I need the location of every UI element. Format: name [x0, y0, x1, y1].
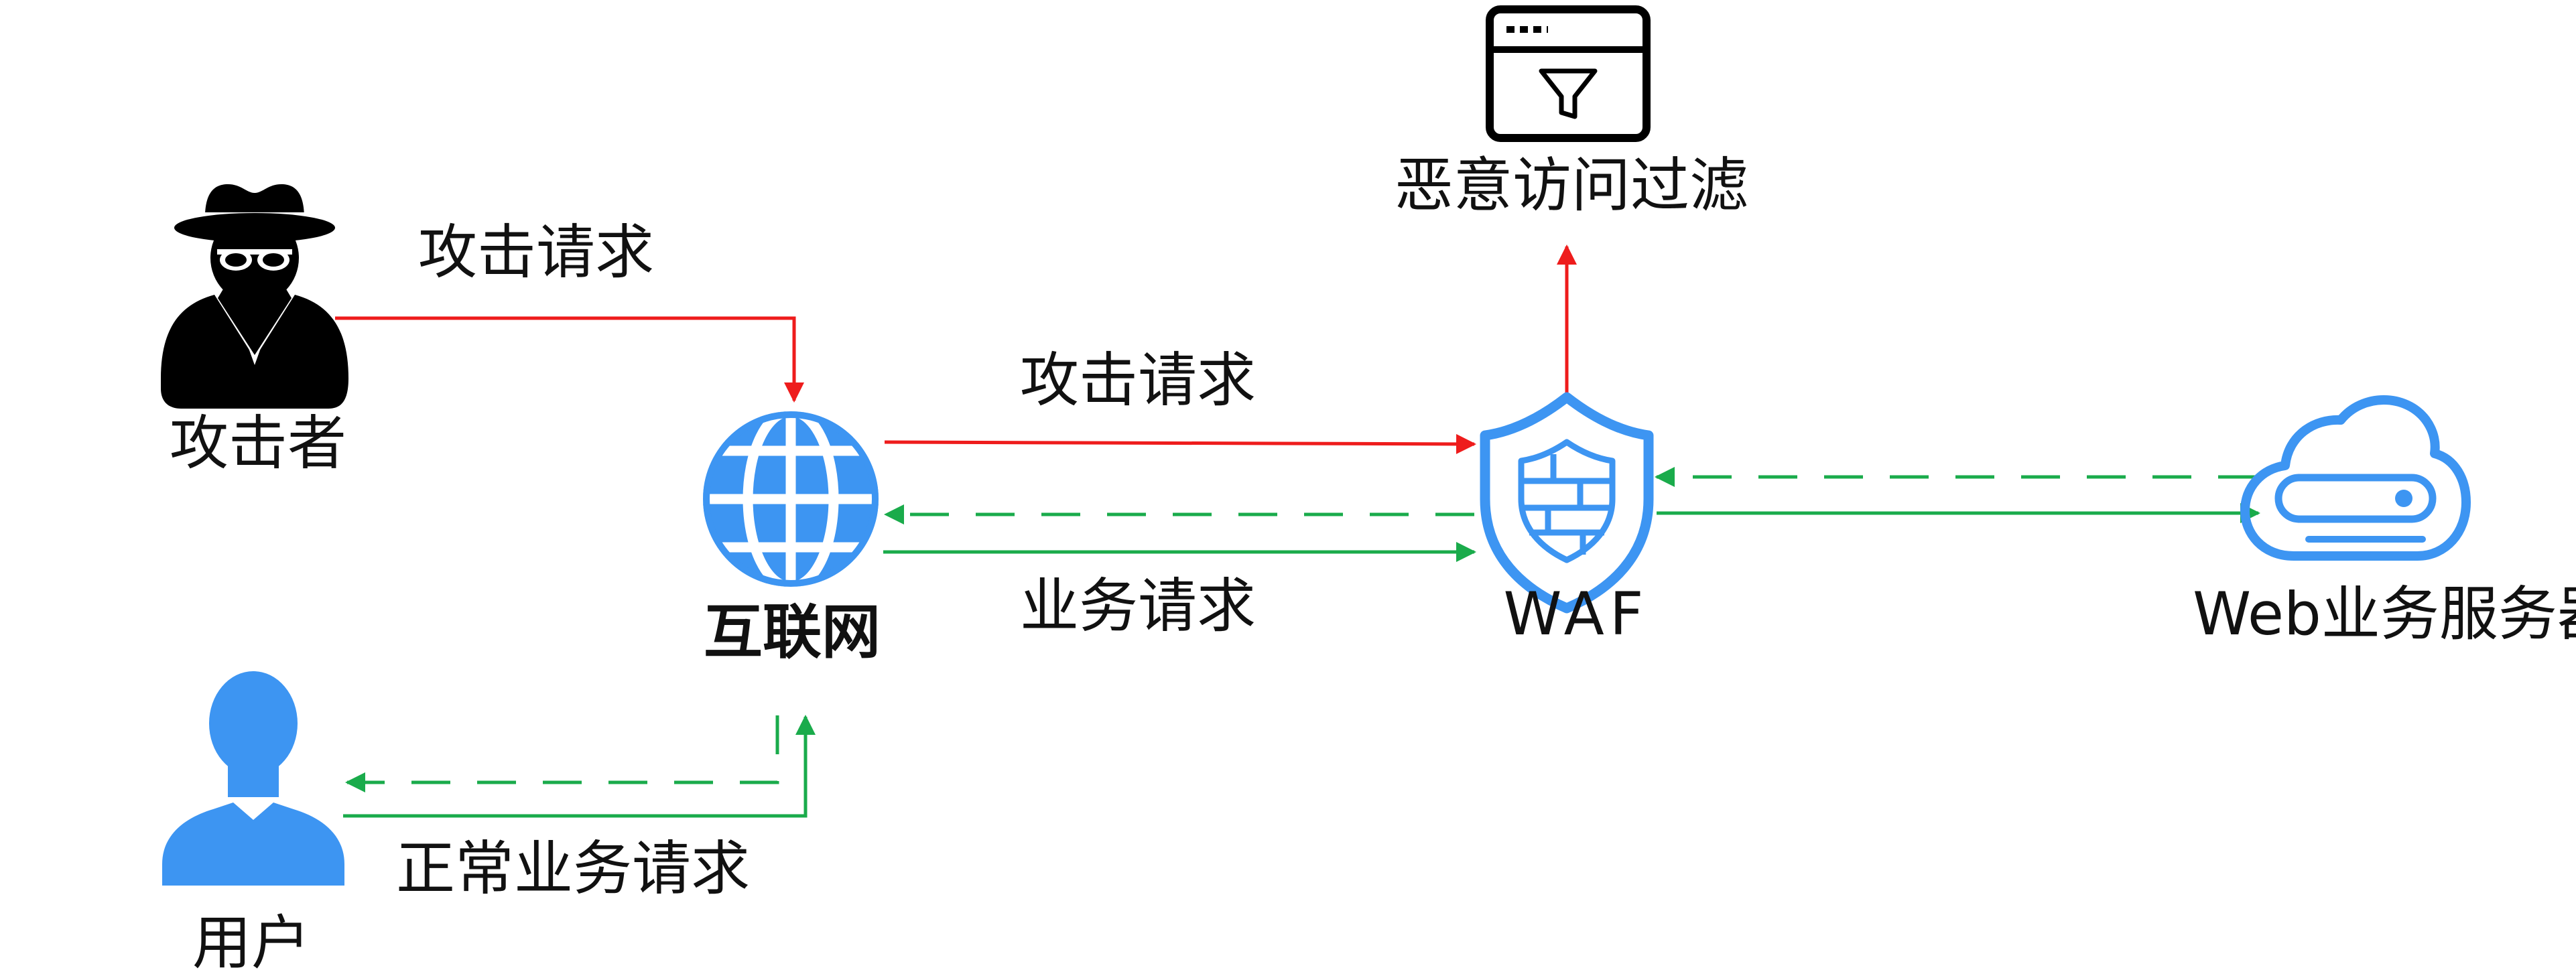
attack-request-label-2: 攻击请求 — [1020, 346, 1256, 415]
normal-request-label: 正常业务请求 — [396, 834, 750, 903]
waf-label: WAF — [1503, 579, 1649, 648]
attacker-label: 攻击者 — [170, 409, 346, 478]
hacker-icon — [161, 184, 348, 409]
internet-label: 互联网 — [704, 598, 881, 667]
edge-attacker-to-internet — [335, 316, 804, 403]
browser-filter-icon — [1486, 5, 1651, 142]
user-icon — [162, 671, 344, 886]
cloud-server-icon — [2240, 395, 2471, 561]
server-label: Web业务服务器 — [2193, 579, 2576, 648]
edge-user-to-internet — [343, 715, 816, 818]
filter-label: 恶意访问过滤 — [1395, 151, 1748, 220]
business-request-label: 业务请求 — [1020, 571, 1256, 640]
edge-internet-to-user-response — [345, 715, 779, 792]
shield-firewall-icon — [1480, 392, 1654, 614]
user-label: 用户 — [192, 908, 310, 977]
globe-icon — [703, 411, 879, 587]
attack-request-label-1: 攻击请求 — [418, 218, 654, 287]
edge-internet-to-waf-attack — [884, 433, 1476, 454]
